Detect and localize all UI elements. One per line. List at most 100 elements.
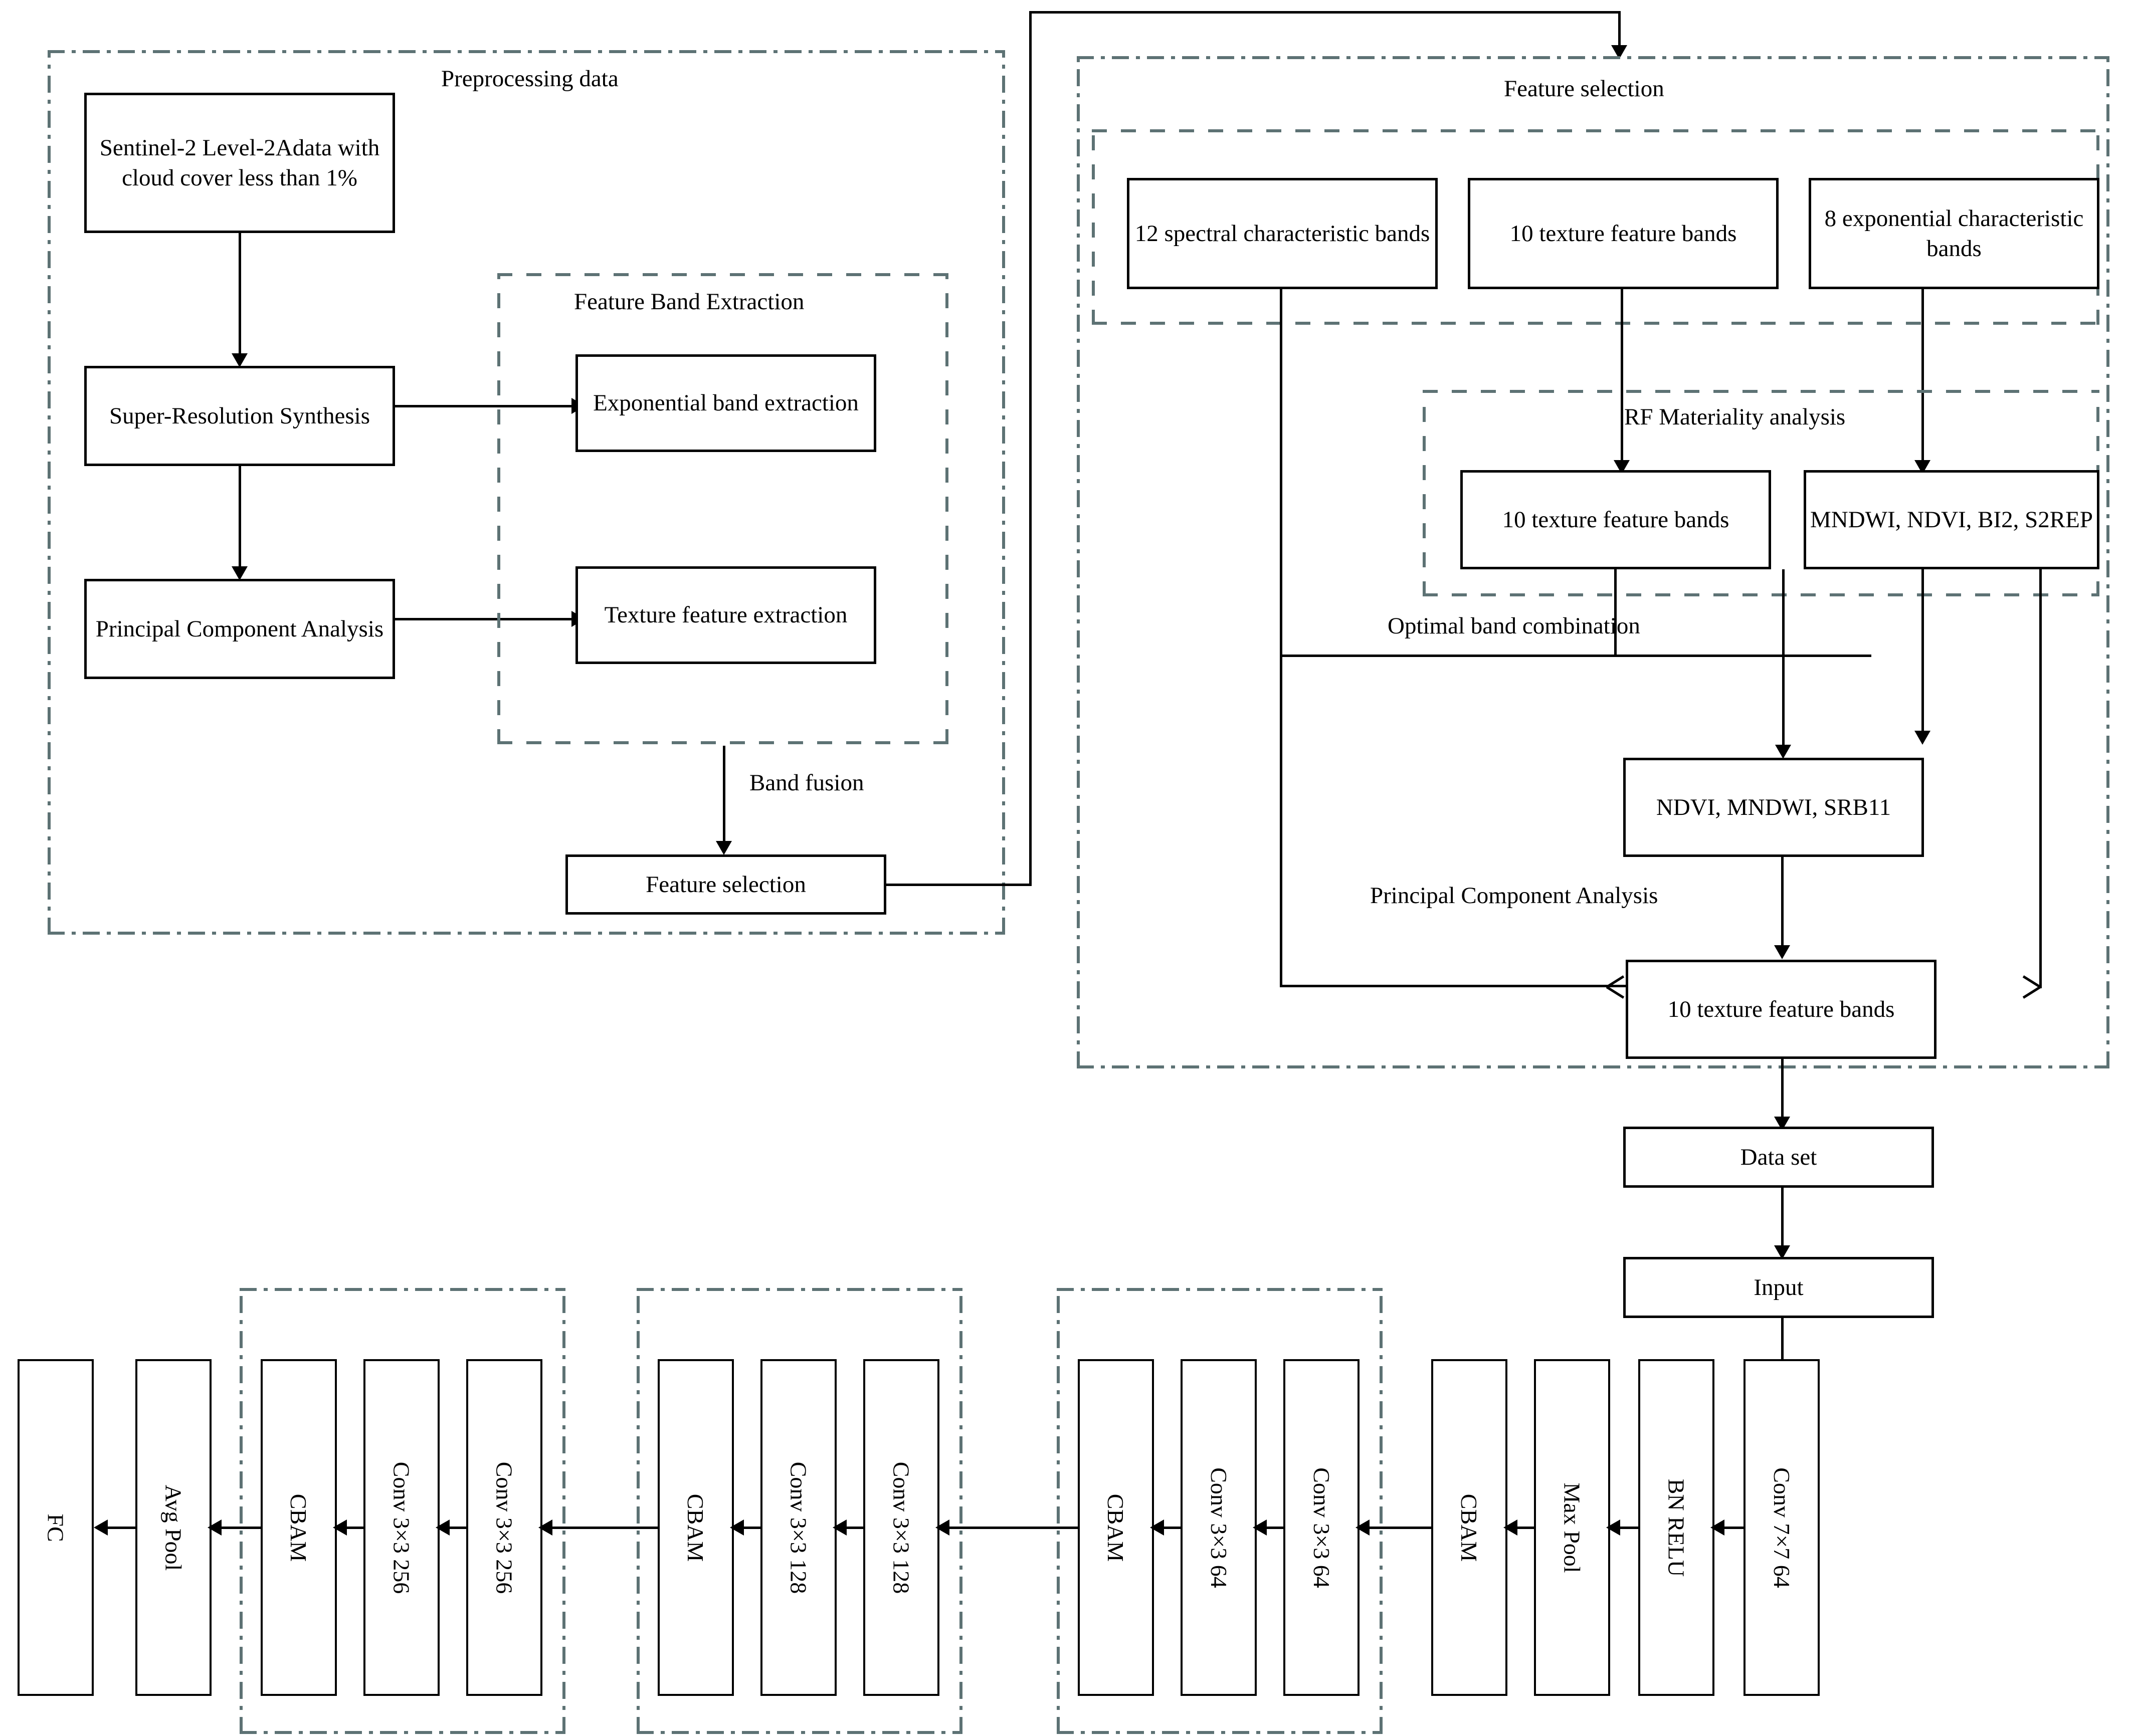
layer-cbam-64-label: CBAM: [1103, 1493, 1129, 1562]
edge-conv64b-to-cbam64: [1159, 1527, 1181, 1529]
arrowhead-avgpool: [208, 1520, 222, 1536]
edge-cbam64-to-conv128a: [944, 1527, 1078, 1529]
edge-cbam128-to-conv256a: [547, 1527, 658, 1529]
edge-conv64a-to-conv64b: [1262, 1527, 1283, 1529]
box-data-set-label: Data set: [1740, 1144, 1817, 1170]
arrowhead-texture-out: [1774, 945, 1790, 959]
layer-cbam-256: CBAM: [261, 1359, 337, 1696]
layer-avg-pool-label: Avg Pool: [160, 1484, 186, 1571]
edge-featsel-right: [886, 884, 1032, 886]
edge-superres-to-pca: [239, 466, 241, 571]
layer-bn-relu-label: BN RELU: [1663, 1478, 1689, 1577]
layer-cbam-stem: CBAM: [1431, 1359, 1507, 1696]
layer-conv-256-b-label: Conv 3×3 256: [389, 1461, 415, 1594]
box-input: Input: [1623, 1257, 1934, 1318]
box-12-spectral-label: 12 spectral characteristic bands: [1134, 220, 1430, 247]
edge-right-rail-down: [2039, 569, 2042, 988]
layer-cbam-64: CBAM: [1078, 1359, 1154, 1696]
box-pca-label: Principal Component Analysis: [95, 615, 384, 642]
arrowhead-conv256a: [538, 1520, 552, 1536]
arrowhead-conv128b: [833, 1520, 847, 1536]
box-principal-component-analysis: Principal Component Analysis: [84, 579, 395, 679]
edge-avgpool-to-fc: [103, 1527, 135, 1529]
edge-rf-indices-drop: [1921, 569, 1924, 735]
arrowhead-ndvi-box: [1914, 731, 1930, 745]
box-ndvi-mndwi-srb11-label: NDVI, MNDWI, SRB11: [1656, 794, 1891, 820]
arrowhead-ndvi-box-2: [1775, 745, 1791, 759]
box-10-texture-output-label: 10 texture feature bands: [1667, 996, 1895, 1022]
edge-sentinel-to-superres: [239, 233, 241, 358]
edge-label-band-fusion: Band fusion: [749, 770, 864, 796]
edge-8exponential-drop: [1921, 289, 1924, 465]
box-exponential-band-extraction: Exponential band extraction: [575, 354, 876, 452]
edge-ndvi-to-texture-out: [1781, 857, 1784, 950]
box-10-texture-top-label: 10 texture feature bands: [1509, 220, 1737, 247]
box-exponential-label: Exponential band extraction: [593, 390, 859, 416]
box-super-resolution: Super-Resolution Synthesis: [84, 366, 395, 466]
edge-conv256a-to-conv256b: [445, 1527, 466, 1529]
arrowhead-superres: [232, 353, 248, 367]
box-rf-indices: MNDWI, NDVI, BI2, S2REP: [1804, 470, 2099, 569]
layer-conv-64-a-label: Conv 3×3 64: [1308, 1467, 1334, 1588]
feature-selection-panel-label: Feature selection: [1504, 76, 1664, 102]
layer-conv-128-a-label: Conv 3×3 128: [888, 1461, 914, 1594]
layer-fc-label: FC: [43, 1513, 69, 1542]
arrowhead-cbamstem: [1503, 1520, 1517, 1536]
arrowhead-bnrelu: [1710, 1520, 1724, 1536]
edge-featsel-up: [1029, 11, 1032, 886]
box-texture-feature-extraction: Texture feature extraction: [575, 566, 876, 664]
edge-featsel-down-into-panel: [1618, 11, 1621, 49]
edge-conv256b-to-cbam256: [342, 1527, 363, 1529]
layer-avg-pool: Avg Pool: [135, 1359, 212, 1696]
arrowhead-feature-selection: [716, 841, 732, 855]
layer-bn-relu: BN RELU: [1638, 1359, 1714, 1696]
arrowhead-conv64b: [1253, 1520, 1267, 1536]
edge-label-optimal-band-combination: Optimal band combination: [1388, 613, 1640, 639]
box-8-exponential-bands: 8 exponential characteristic bands: [1809, 178, 2099, 289]
layer-cbam-256-label: CBAM: [286, 1493, 312, 1562]
layer-conv-128-a: Conv 3×3 128: [863, 1359, 939, 1696]
layer-conv-7x7-label: Conv 7×7 64: [1769, 1467, 1795, 1588]
box-sentinel2-label: Sentinel-2 Level-2Adata with cloud cover…: [99, 134, 380, 191]
edge-bandfusion-vertical: [723, 746, 725, 846]
box-10-texture-bands-output: 10 texture feature bands: [1626, 960, 1937, 1059]
arrowhead-maxpool: [1606, 1520, 1620, 1536]
edge-conv128b-to-cbam128: [739, 1527, 760, 1529]
edge-rf-texture-drop: [1614, 569, 1617, 656]
arrowhead-conv64a: [1356, 1520, 1370, 1536]
edge-label-pca-right: Principal Component Analysis: [1370, 883, 1658, 909]
edge-input-to-conv7x7: [1781, 1318, 1784, 1373]
box-10-texture-bands-top: 10 texture feature bands: [1468, 178, 1779, 289]
box-12-spectral-bands: 12 spectral characteristic bands: [1127, 178, 1438, 289]
edge-featsel-top: [1029, 11, 1621, 14]
feature-band-extraction-label: Feature Band Extraction: [574, 289, 805, 315]
box-feature-selection-left: Feature selection: [565, 854, 886, 915]
rf-materiality-label: RF Materiality analysis: [1624, 404, 1846, 430]
box-rf-10-texture-bands: 10 texture feature bands: [1460, 470, 1771, 569]
box-texture-label: Texture feature extraction: [604, 602, 848, 628]
layer-cbam-128: CBAM: [658, 1359, 734, 1696]
arrowhead-cbam64: [1150, 1520, 1164, 1536]
layer-conv-128-b-label: Conv 3×3 128: [786, 1461, 812, 1594]
preprocessing-panel-label: Preprocessing data: [441, 66, 619, 92]
edge-cbam256-to-avgpool: [217, 1527, 261, 1529]
box-input-label: Input: [1754, 1274, 1804, 1300]
box-data-set: Data set: [1623, 1127, 1934, 1188]
edge-maxpool-to-cbamstem: [1512, 1527, 1534, 1529]
box-rf-10-texture-label: 10 texture feature bands: [1502, 506, 1729, 533]
layer-conv-64-b-label: Conv 3×3 64: [1206, 1467, 1232, 1588]
edge-conv128a-to-conv128b: [842, 1527, 863, 1529]
edge-12spectral-rail-down: [1280, 655, 1282, 987]
layer-conv-128-b: Conv 3×3 128: [760, 1359, 837, 1696]
arrowhead-pca: [232, 566, 248, 580]
edge-12spectral-rail-top: [1280, 655, 1871, 657]
box-feature-selection-left-label: Feature selection: [646, 871, 806, 898]
edge-12spectral-drop: [1280, 289, 1282, 657]
edge-dataset-to-input: [1781, 1188, 1784, 1250]
box-sentinel2-data: Sentinel-2 Level-2Adata with cloud cover…: [84, 93, 395, 233]
layer-conv-7x7: Conv 7×7 64: [1744, 1359, 1820, 1696]
edge-12spectral-rail-into-texture: [1280, 985, 1626, 987]
edge-pca-to-texture: [395, 618, 575, 620]
layer-conv-256-a: Conv 3×3 256: [466, 1359, 542, 1696]
